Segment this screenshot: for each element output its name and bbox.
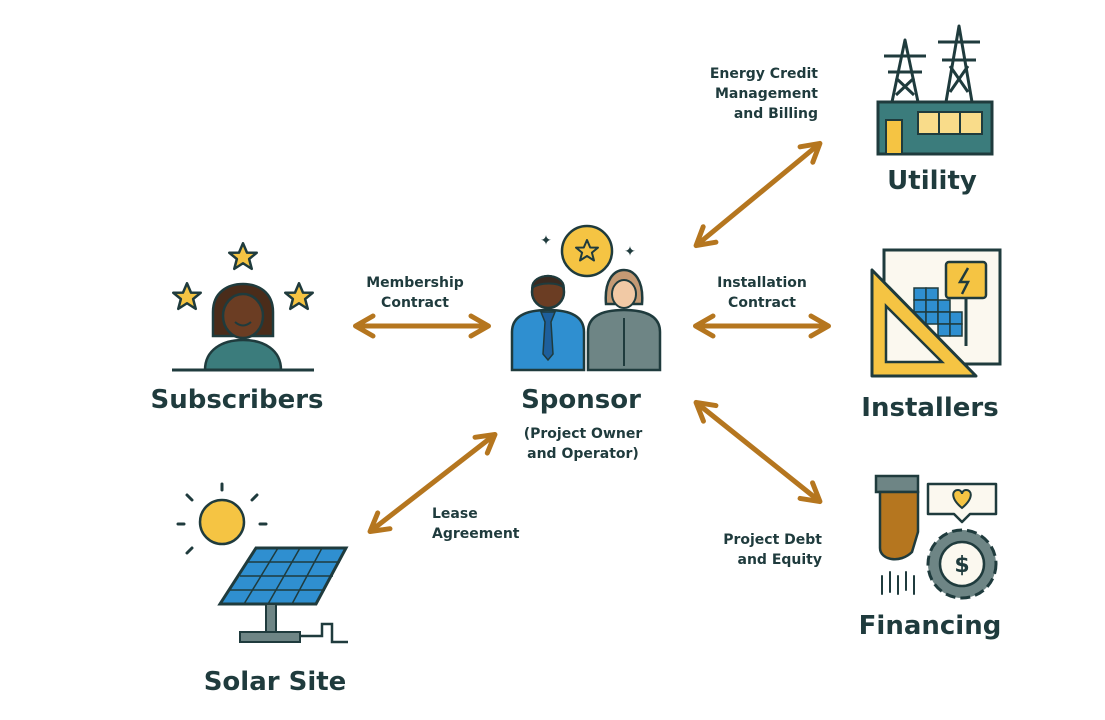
sponsor-label: Sponsor bbox=[521, 385, 641, 415]
solar-site-icon bbox=[176, 482, 349, 644]
debt-equity-label-line1: Project Debt bbox=[723, 532, 822, 548]
utility-icon bbox=[876, 24, 994, 156]
utility-label: Utility bbox=[887, 166, 977, 196]
lease-label-line2: Agreement bbox=[432, 526, 520, 542]
sparkle-icon: ✦ bbox=[624, 244, 636, 260]
solar-site-label: Solar Site bbox=[204, 667, 347, 697]
membership-label-line2: Contract bbox=[381, 295, 449, 311]
dollar-icon: $ bbox=[954, 553, 969, 578]
installation-label-line1: Installation bbox=[717, 275, 807, 291]
star-icon bbox=[284, 282, 314, 311]
financing-label: Financing bbox=[859, 611, 1002, 641]
arrow-debt-equity bbox=[693, 399, 823, 505]
installers-label: Installers bbox=[861, 393, 998, 423]
installers-icon bbox=[870, 248, 1002, 378]
sponsor-sublabel-line2: and Operator) bbox=[527, 446, 639, 462]
energy-credit-label-line2: Management bbox=[715, 86, 818, 102]
debt-equity-label-line2: and Equity bbox=[738, 552, 822, 568]
sponsor-sublabel-line1: (Project Owner bbox=[524, 426, 643, 442]
star-icon bbox=[228, 242, 258, 271]
financing-icon: $ bbox=[874, 474, 998, 600]
arrow-energy-credit bbox=[693, 140, 823, 249]
star-icon bbox=[172, 282, 202, 311]
arrow-lease bbox=[367, 431, 498, 535]
subscriber-icon bbox=[172, 242, 314, 372]
installation-label-line2: Contract bbox=[728, 295, 796, 311]
lease-label-line1: Lease bbox=[432, 506, 478, 522]
energy-credit-label-line3: and Billing bbox=[734, 106, 818, 122]
sparkle-icon: ✦ bbox=[540, 233, 552, 249]
arrows bbox=[353, 140, 831, 535]
energy-credit-label-line1: Energy Credit bbox=[710, 66, 818, 82]
sponsor-icon: ✦ ✦ bbox=[510, 224, 662, 372]
subscribers-label: Subscribers bbox=[150, 385, 323, 415]
membership-label-line1: Membership bbox=[366, 275, 464, 291]
